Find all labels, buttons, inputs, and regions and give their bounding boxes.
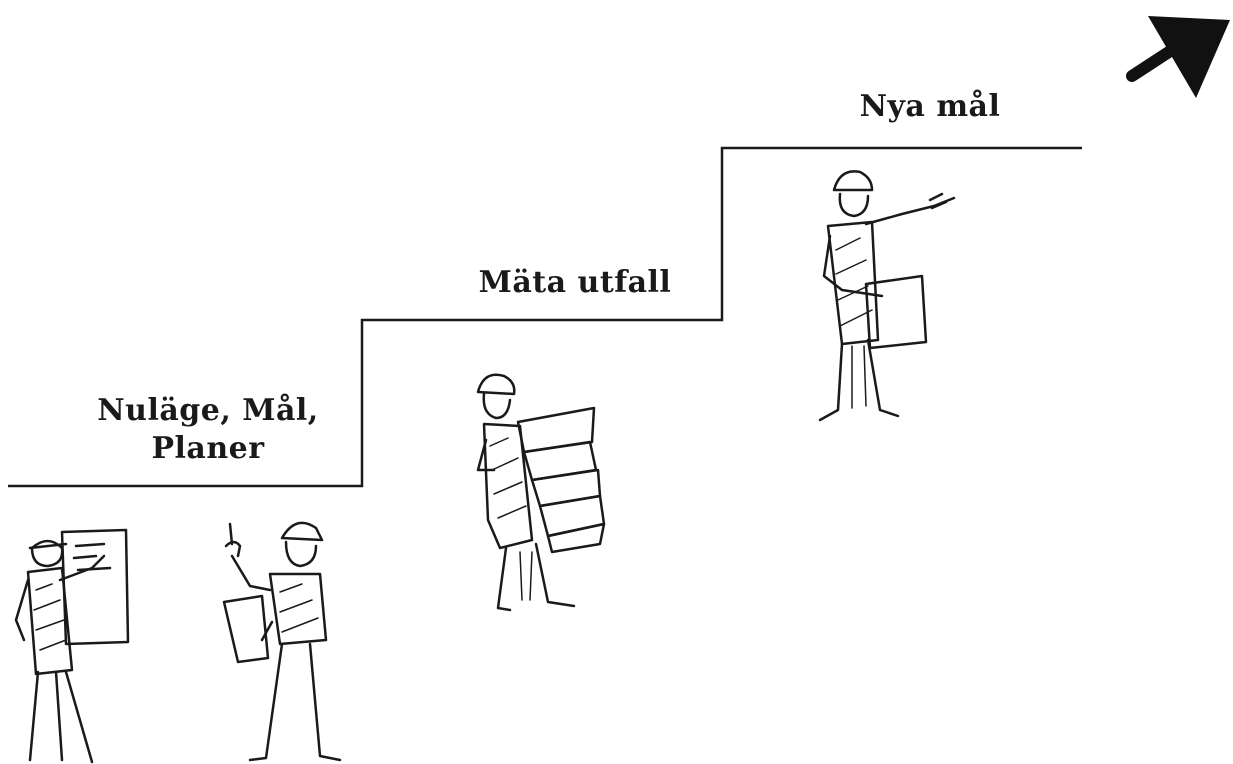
- step-label-new-goals: Nya mål: [800, 88, 1060, 126]
- step-3-label: Nya mål: [859, 89, 1001, 124]
- step-2-label: Mäta utfall: [478, 265, 672, 300]
- step-label-measure-outcome: Mäta utfall: [440, 264, 710, 302]
- worker-writing-on-board-figure: [14, 528, 130, 764]
- step-label-current-state: Nuläge, Mål, Planer: [60, 392, 356, 468]
- worker-pointing-forward-figure: [818, 170, 956, 422]
- worker-pointing-up-figure: [222, 521, 342, 762]
- staircase-line: [8, 146, 1082, 488]
- step-1-label-line-2: Planer: [151, 431, 265, 466]
- step-1-label-line-1: Nuläge, Mål,: [97, 393, 319, 428]
- arrow-up-right-icon: [1126, 16, 1230, 98]
- worker-carrying-stack-figure: [476, 373, 606, 612]
